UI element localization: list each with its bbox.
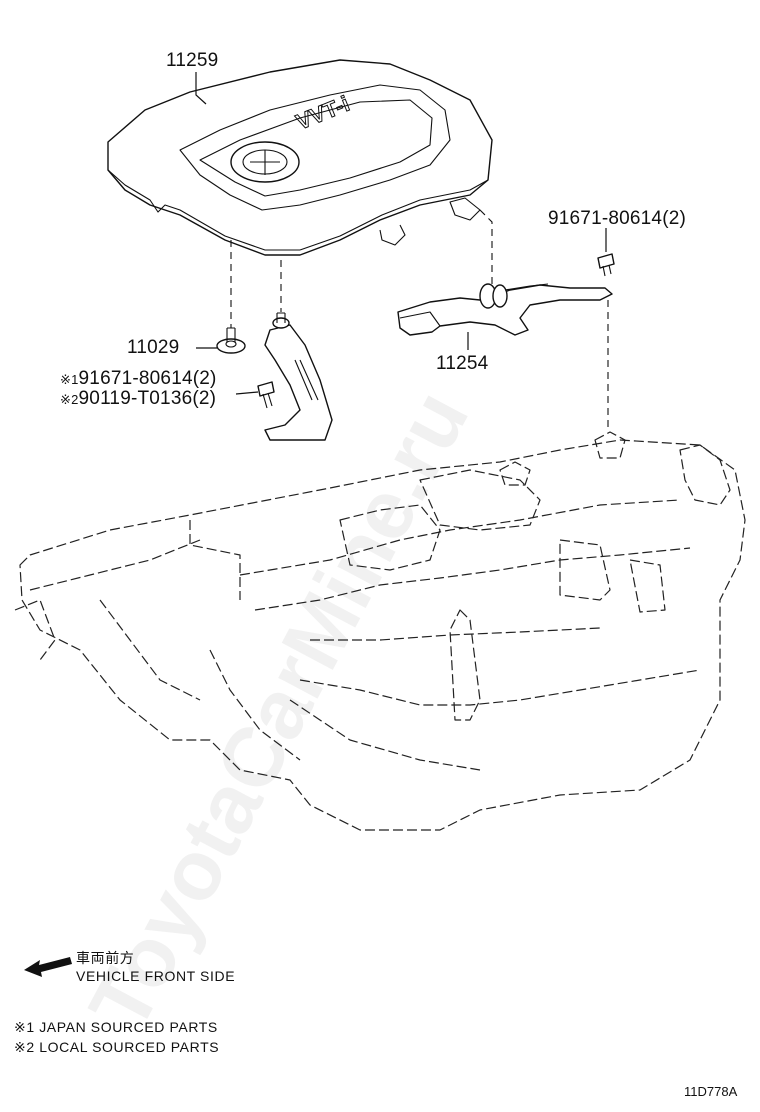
- legend-japan: ※1 JAPAN SOURCED PARTS: [14, 1019, 218, 1035]
- engine-assembly: [14, 431, 746, 831]
- grommet-11029: [216, 327, 246, 354]
- direction-japanese: 車両前方: [76, 950, 135, 966]
- illustration-code: 11D778A: [684, 1084, 738, 1099]
- bracket-11254: [397, 283, 613, 336]
- label-11254: 11254: [436, 353, 489, 374]
- legend-local: ※2 LOCAL SOURCED PARTS: [14, 1039, 220, 1055]
- direction-english: VEHICLE FRONT SIDE: [76, 968, 236, 984]
- label-bolt-japan: ※191671-80614(2): [60, 368, 217, 390]
- local-mark: ※2: [60, 392, 79, 407]
- label-bolt-right: 91671-80614(2): [548, 208, 687, 229]
- arrow-left-icon: [24, 957, 72, 977]
- bolt-japan-number: 91671-80614(2): [78, 368, 217, 389]
- label-11259: 11259: [166, 50, 219, 71]
- bolt-right: [597, 253, 615, 277]
- bolt-left: [257, 381, 275, 409]
- engine-cover: [107, 59, 493, 256]
- japan-mark: ※1: [60, 372, 79, 387]
- bolt-local-number: 90119-T0136(2): [78, 388, 217, 409]
- label-bolt-local: ※290119-T0136(2): [60, 388, 216, 410]
- left-bracket: [264, 312, 333, 441]
- label-11029: 11029: [127, 337, 180, 358]
